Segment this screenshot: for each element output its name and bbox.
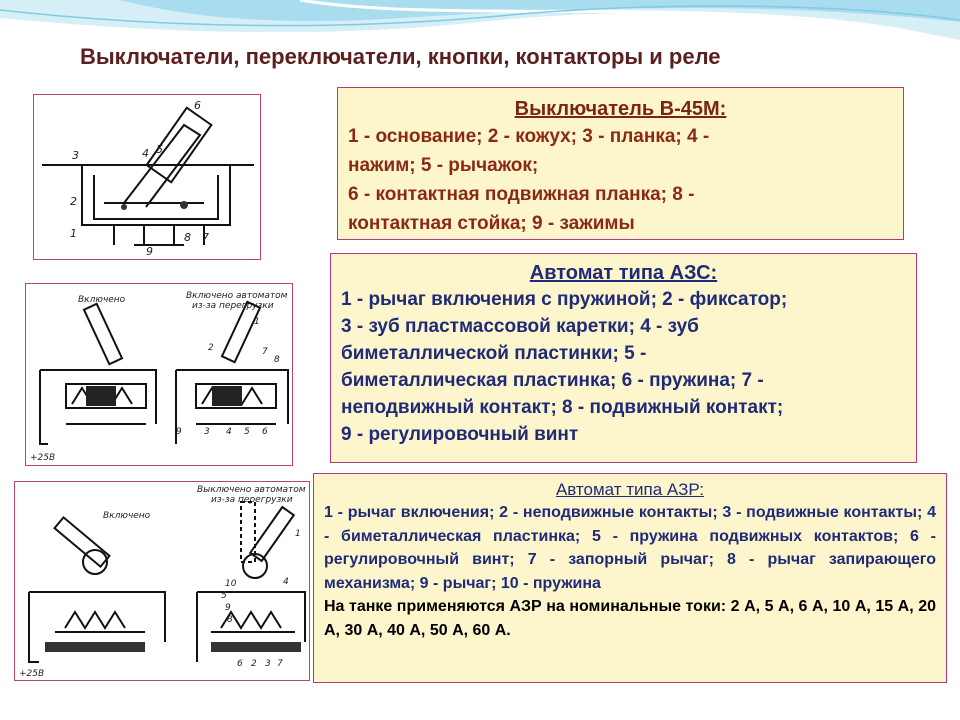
fig1-number: 7 [202, 231, 209, 244]
slide-title: Выключатели, переключатели, кнопки, конт… [80, 44, 721, 69]
fig2-label-on: Включено [78, 295, 126, 305]
fig1-number: 4 [142, 147, 149, 160]
fig3-voltage: +25В [19, 669, 44, 679]
legend-line: биметаллическая пластинка; 6 - пружина; … [341, 370, 764, 391]
fig2-voltage: +25В [30, 453, 55, 463]
v45m-legend: 1 - основание; 2 - кожух; 3 - планка; 4 … [348, 122, 893, 238]
fig2-number: 9 [176, 427, 182, 437]
azs-description-box: Автомат типа АЗС: 1 - рычаг включения с … [330, 253, 917, 463]
fig3-number: 4 [283, 577, 289, 587]
fig3-number: 2 [251, 659, 257, 669]
fig2-number: 5 [244, 427, 250, 437]
fig1-number: 3 [72, 149, 79, 162]
fig3-number: 8 [227, 615, 233, 625]
fig1-number: 5 [156, 143, 163, 156]
fig3-label-overload: из-за перегрузки [211, 495, 293, 505]
fig3-number: 10 [225, 579, 237, 589]
fig2-number: 6 [262, 427, 268, 437]
azr-title: Автомат типа АЗР: [555, 480, 705, 499]
fig2-label-overload: Включено автоматом [186, 291, 288, 301]
fig3-number: 3 [265, 659, 271, 669]
legend-line: 1 - основание; 2 - кожух; 3 - планка; 4 … [348, 126, 710, 147]
fig1-number: 8 [184, 231, 191, 244]
legend-line: биметаллической пластинки; 5 - [341, 343, 647, 364]
fig3-number: 5 [221, 591, 227, 601]
v45m-title: Выключатель В-45М: [514, 98, 727, 120]
fig1-number: 2 [70, 195, 77, 208]
legend-line: неподвижный контакт; 8 - подвижный конта… [341, 397, 784, 418]
figure-azs-breaker: Включено Включено автоматом из-за перегр… [25, 283, 293, 466]
figure-azr-breaker: Включено Выключено автоматом из-за перег… [14, 481, 310, 681]
azs-legend: 1 - рычаг включения с пружиной; 2 - фикс… [341, 286, 906, 448]
azr-description-box: Автомат типа АЗР: 1 - рычаг включения; 2… [313, 473, 947, 683]
azr-ratings-note: На танке применяются АЗР на номинальные … [324, 598, 936, 639]
fig1-number: 9 [146, 245, 153, 258]
fig1-number: 1 [70, 227, 77, 240]
fig3-number: 9 [225, 603, 231, 613]
fig2-number: 2 [208, 343, 214, 353]
legend-line: 9 - регулировочный винт [341, 424, 579, 445]
fig3-number: 7 [277, 659, 283, 669]
fig3-label-overload: Выключено автоматом [197, 485, 306, 495]
fig3-number: 6 [237, 659, 243, 669]
legend-line: контактная стойка; 9 - зажимы [348, 213, 635, 234]
azr-legend: 1 - рычаг включения; 2 - неподвижные кон… [324, 504, 936, 592]
fig3-number: 1 [295, 529, 301, 539]
figure-v45m-switch: 3 2 1 4 5 6 7 8 9 [33, 94, 261, 260]
fig2-number: 8 [274, 355, 280, 365]
legend-line: 1 - рычаг включения с пружиной; 2 - фикс… [341, 289, 788, 310]
fig1-number: 6 [194, 99, 201, 112]
fig3-label-on: Включено [103, 511, 151, 521]
v45m-description-box: Выключатель В-45М: 1 - основание; 2 - ко… [337, 87, 904, 240]
fig2-number: 3 [204, 427, 210, 437]
header-wave-background [0, 0, 960, 90]
fig2-number: 4 [226, 427, 232, 437]
legend-line: 3 - зуб пластмассовой каретки; 4 - зуб [341, 316, 699, 337]
fig2-number: 7 [262, 347, 268, 357]
legend-line: 6 - контактная подвижная планка; 8 - [348, 184, 695, 205]
legend-line: нажим; 5 - рычажок; [348, 155, 539, 176]
fig2-label-overload: из-за перегрузки [192, 301, 274, 311]
azs-title: Автомат типа АЗС: [529, 262, 718, 284]
fig2-number: 1 [254, 317, 260, 327]
